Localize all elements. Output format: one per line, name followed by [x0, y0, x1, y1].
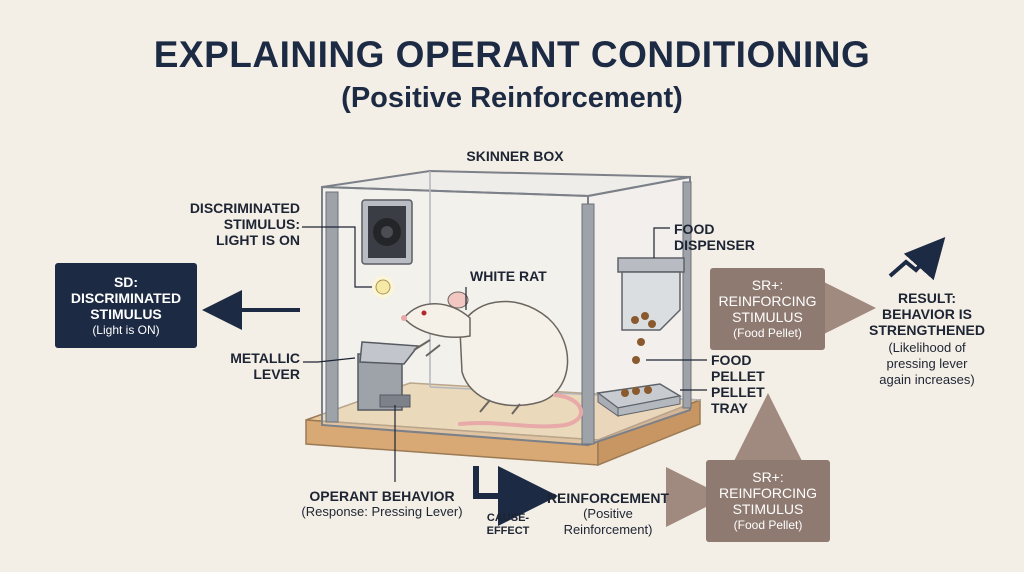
speaker	[361, 199, 413, 265]
food-pellet-label: FOOD PELLET	[711, 352, 791, 384]
page-subtitle: (Positive Reinforcement)	[341, 82, 683, 114]
light-bulb	[372, 276, 394, 298]
sr-top-sub: (Food Pellet)	[733, 326, 802, 340]
sr-top-line3: STIMULUS	[732, 309, 803, 325]
operant-behavior-sub: (Response: Pressing Lever)	[301, 504, 463, 519]
cause-effect-line2: EFFECT	[486, 525, 530, 537]
page-title: EXPLAINING OPERANT CONDITIONING	[153, 34, 871, 75]
metallic-lever-label: METALLIC LEVER	[200, 350, 300, 382]
reinforcement-title: REINFORCEMENT	[546, 490, 670, 506]
sd-box-line1: SD:	[113, 273, 139, 290]
discriminated-stimulus-line2: STIMULUS:	[223, 216, 300, 232]
metallic-lever-line2: LEVER	[253, 366, 300, 382]
result-line1: RESULT:	[897, 290, 957, 306]
pellet-tray-line2: TRAY	[711, 400, 748, 416]
result-sub2: pressing lever	[886, 356, 968, 371]
pellet-tray-label: PELLET TRAY	[711, 384, 791, 416]
leader-lever	[303, 357, 356, 363]
result-line2: BEHAVIOR IS	[882, 306, 972, 322]
sr-plus-box-bottom: SR+: REINFORCING STIMULUS (Food Pellet)	[706, 460, 830, 542]
operant-behavior-label: OPERANT BEHAVIOR (Response: Pressing Lev…	[282, 488, 482, 520]
discriminated-stimulus-line1: DISCRIMINATED	[189, 200, 300, 216]
result-label: RESULT: BEHAVIOR IS STRENGTHENED (Likeli…	[862, 290, 992, 388]
metal-posts	[325, 181, 692, 445]
food-dispenser	[617, 257, 685, 364]
white-rat	[401, 291, 583, 429]
cause-effect-line1: CAUSE-	[486, 512, 530, 524]
sr-bottom-line1: SR+:	[752, 469, 784, 485]
metallic-lever-line1: METALLIC	[230, 350, 300, 366]
metallic-lever	[357, 341, 420, 411]
food-pellet-line2: PELLET	[711, 368, 765, 384]
result-sub1: (Likelihood of	[888, 340, 966, 355]
reinforcement-sub1: (Positive	[583, 506, 633, 521]
sd-box: SD: DISCRIMINATED STIMULUS (Light is ON)	[55, 263, 197, 348]
trend-up-icon	[888, 237, 946, 281]
white-rat-label: WHITE RAT	[470, 268, 547, 284]
leader-stimulus	[302, 226, 372, 288]
food-pellet-line1: FOOD	[711, 352, 752, 368]
operant-behavior-title: OPERANT BEHAVIOR	[309, 488, 455, 504]
sd-box-sub: (Light is ON)	[92, 322, 160, 337]
skinner-box-label: SKINNER BOX	[466, 148, 564, 164]
pellet-tray-line1: PELLET	[711, 384, 765, 400]
discriminated-stimulus-line3: LIGHT IS ON	[216, 232, 300, 248]
cause-effect-label: CAUSE- EFFECT	[478, 512, 538, 538]
result-line3: STRENGTHENED	[869, 322, 985, 338]
sr-top-line1: SR+:	[751, 277, 784, 293]
sr-bottom-line3: STIMULUS	[732, 501, 804, 517]
sr-bottom-line2: REINFORCING	[719, 485, 817, 501]
reinforcement-sub2: Reinforcement)	[563, 522, 653, 537]
sd-box-line2: DISCRIMINATED	[70, 289, 182, 306]
sr-bottom-sub: (Food Pellet)	[733, 518, 803, 532]
leader-dispenser	[653, 227, 670, 258]
sr-plus-box-top: SR+: REINFORCING STIMULUS (Food Pellet)	[710, 268, 825, 350]
pellet-tray	[596, 383, 683, 417]
food-dispenser-line1: FOOD	[674, 221, 715, 237]
sr-top-line2: REINFORCING	[718, 293, 817, 309]
food-dispenser-label: FOOD DISPENSER	[674, 221, 774, 253]
discriminated-stimulus-label: DISCRIMINATED STIMULUS: LIGHT IS ON	[150, 200, 300, 248]
food-dispenser-line2: DISPENSER	[674, 237, 755, 253]
sd-box-line3: STIMULUS	[90, 305, 162, 322]
reinforcement-label: REINFORCEMENT (Positive Reinforcement)	[540, 490, 676, 538]
cause-effect-arrow	[473, 466, 558, 526]
result-sub3: again increases)	[879, 372, 975, 387]
